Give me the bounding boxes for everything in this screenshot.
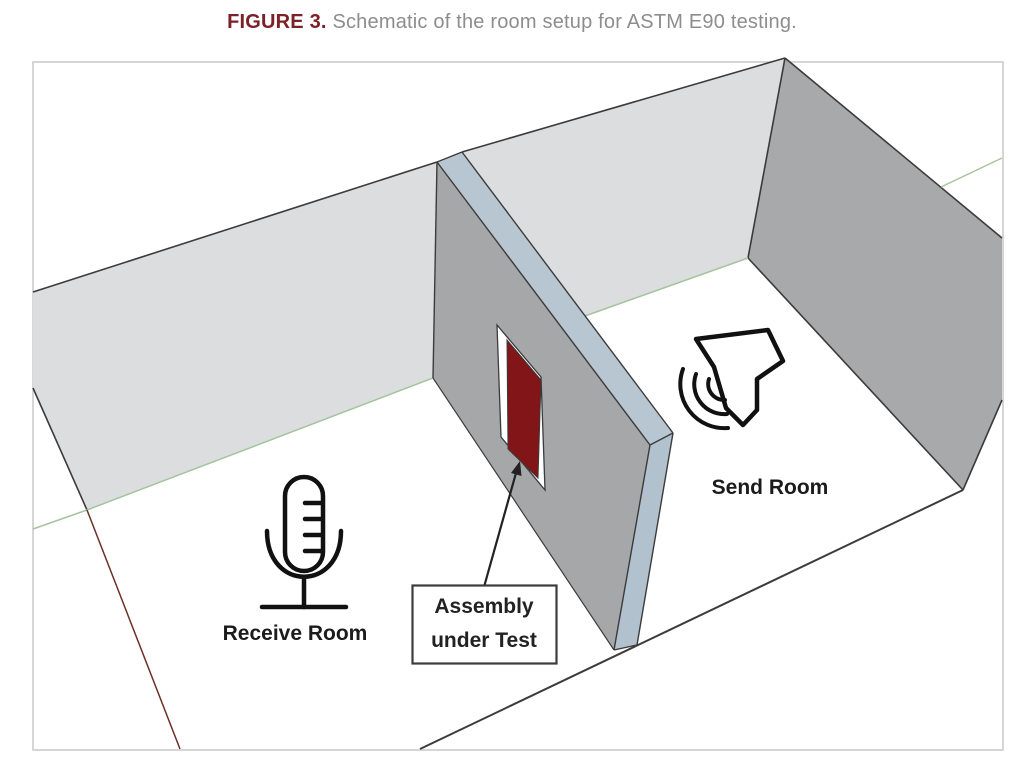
- callout-arrowhead: [511, 461, 522, 476]
- figure-number-label: FIGURE 3.: [227, 11, 327, 33]
- send-room-right-wall: [748, 58, 1002, 490]
- dividing-wall-edges: [432, 151, 674, 651]
- receive-room-label: Receive Room: [223, 622, 368, 645]
- callout-arrow-line: [482, 472, 518, 588]
- figure-caption-text: Schematic of the room setup for ASTM E90…: [326, 11, 797, 33]
- assembly-label-line1: Assembly: [434, 595, 534, 618]
- assembly-callout: Assembly under Test: [411, 461, 558, 665]
- floor-front-edge: [419, 489, 964, 750]
- send-room-back-wall: [462, 58, 785, 316]
- speaker-icon: [678, 327, 786, 431]
- figure-caption: FIGURE 3. Schematic of the room setup fo…: [0, 9, 1024, 35]
- send-room-label: Send Room: [712, 476, 829, 499]
- assembly-panel: [506, 338, 542, 480]
- red-axis-line: [86, 509, 181, 750]
- green-axis-lines: [32, 157, 1003, 530]
- assembly-label-line2: under Test: [431, 629, 537, 652]
- dividing-wall-top: [437, 152, 673, 445]
- speaker-horn: [693, 327, 786, 428]
- assembly-label-box: [411, 584, 558, 665]
- wall-edges: [32, 57, 1003, 511]
- dividing-wall-end: [614, 433, 673, 650]
- sound-wave-arcs: [678, 367, 730, 431]
- dividing-wall: [432, 151, 674, 651]
- receive-room-back-wall: [33, 162, 437, 510]
- microphone-icon: [259, 474, 349, 610]
